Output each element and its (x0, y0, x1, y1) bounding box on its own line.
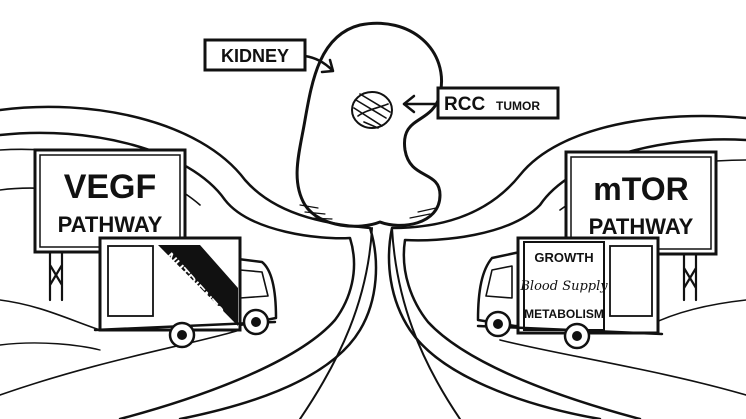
rcc-label-text: RCC (444, 94, 485, 115)
kidney-label-text: KIDNEY (221, 46, 289, 66)
vegf-billboard-title: VEGF (64, 168, 157, 206)
kidney-label: KIDNEY (203, 38, 335, 74)
kidney (295, 21, 443, 228)
nutrients-banner (158, 245, 238, 326)
left-road-edge-upper (0, 105, 378, 419)
growth-cargo-label: GROWTH (534, 250, 593, 265)
rcc-tumor-label-text: TUMOR (496, 99, 540, 113)
right-road-edge-upper (387, 114, 746, 419)
metabolism-cargo-label: METABOLISM (524, 307, 604, 321)
rcc-tumor-mass (351, 91, 393, 129)
right-delivery-truck: GROWTH Blood Supply METABOLISM (476, 236, 664, 350)
left-delivery-truck: NUTRIENTS (93, 236, 278, 349)
mtor-billboard-title: mTOR (593, 171, 688, 207)
mtor-billboard-subtitle: PATHWAY (589, 214, 694, 239)
blood-supply-cargo-label: Blood Supply (519, 279, 608, 294)
kidney-shadow-hatch (299, 204, 437, 220)
vegf-billboard: VEGF PATHWAY (33, 148, 187, 302)
vegf-billboard-subtitle: PATHWAY (58, 212, 163, 237)
rcc-tumor-label: RCC TUMOR (402, 86, 560, 120)
